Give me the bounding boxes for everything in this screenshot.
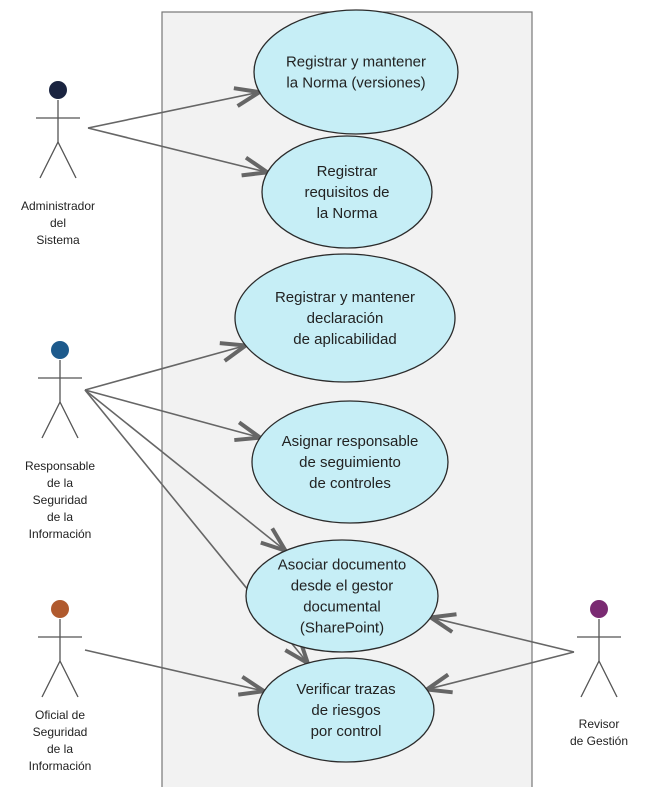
use-case-uc4[interactable]: Asignar responsable de seguimiento de cont… [251,400,449,524]
use-case-uc1[interactable]: Registrar y mantener la Norma (versiones) [253,9,459,135]
actor-label-line: Seguridad [33,725,88,739]
actor-label-line: de la [47,742,73,756]
use-case-label-line: Verificar trazas [296,681,395,698]
actor-right-leg [57,141,77,179]
use-case-label-line: de riesgos [311,702,380,719]
actor-label-line: de la [47,476,73,490]
use-case-label-line: de seguimiento [299,454,401,471]
use-case-uc2[interactable]: Registrar requisitos de la Norma [261,135,433,249]
use-case-ellipse [257,657,435,763]
actor-label-line: Responsable [25,459,95,473]
use-case-label-line: Registrar [317,163,378,180]
use-case-uc5[interactable]: Asociar documento desde el gestor document… [245,539,439,653]
association-line [84,389,287,552]
use-case-label-line: la Norma [317,205,379,222]
use-case-label-line: la Norma (versiones) [286,75,425,92]
association-line [87,127,268,174]
association-line [84,649,265,692]
actor-left-leg [41,401,61,439]
use-case-ellipse [245,539,439,653]
actor-label-line: Sistema [36,233,80,247]
use-case-label-line: Asociar documento [278,557,406,574]
use-case-label-line: Registrar y mantener [275,289,415,306]
actor-right-leg [59,401,79,439]
actor-head [51,600,69,618]
use-case-label-line: declaración [307,310,384,327]
use-case-label-line: desde el gestor [291,578,394,595]
actor-label-line: Seguridad [33,493,88,507]
actor-label-line: Oficial de [35,708,85,722]
use-case-ellipse [253,9,459,135]
actor-oficial[interactable]: Oficial de Seguridad de la Información [29,600,92,773]
actor-revisor[interactable]: Revisor de Gestión [570,600,628,748]
association-line [430,616,575,653]
use-case-label-line: de controles [309,475,391,492]
use-case-label-line: requisitos de [304,184,389,201]
actor-right-leg [598,660,618,698]
actor-label-line: Administrador [21,199,95,213]
use-case-ellipse [251,400,449,524]
actor-left-leg [39,141,59,179]
use-cases-layer: Registrar y mantener la Norma (versiones)… [234,9,459,763]
actor-left-leg [41,660,61,698]
use-case-ellipse [261,135,433,249]
use-case-label-line: (SharePoint) [300,620,384,637]
association-line [84,389,261,439]
actor-head [590,600,608,618]
actor-label-line: del [50,216,66,230]
association-line [84,344,246,391]
use-case-label-line: Asignar responsable [282,433,419,450]
use-case-label-line: Registrar y mantener [286,54,426,71]
actor-head [51,341,69,359]
use-case-label-line: por control [311,723,382,740]
use-case-uc3[interactable]: Registrar y mantener declaración de aplica… [234,253,456,383]
association-line [426,651,575,691]
actor-label-line: de Gestión [570,734,628,748]
use-case-label-line: de aplicabilidad [293,331,396,348]
actor-left-leg [580,660,600,698]
use-case-ellipse [234,253,456,383]
use-case-uc6[interactable]: Verificar trazas de riesgos por control [257,657,435,763]
actor-label-line: Información [29,759,92,773]
actor-right-leg [59,660,79,698]
actor-head [49,81,67,99]
actor-label-line: Revisor [579,717,620,731]
actor-resp[interactable]: Responsable de la Seguridad de la Informació… [25,341,95,541]
actor-label-line: Información [29,527,92,541]
use-case-label-line: documental [303,599,381,616]
association-line [87,91,260,129]
actor-label-line: de la [47,510,73,524]
